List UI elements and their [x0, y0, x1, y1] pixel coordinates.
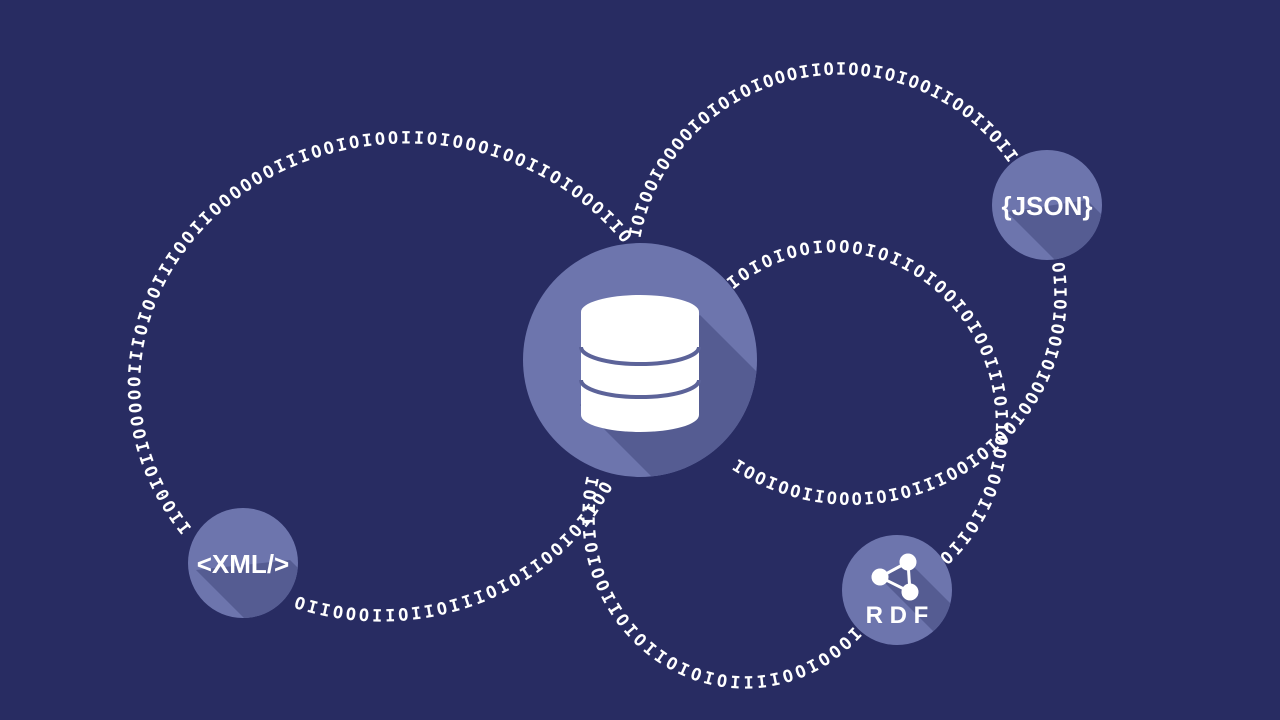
json-label: {JSON} — [1001, 191, 1092, 221]
xml-label: <XML/> — [197, 549, 289, 579]
rdf-label: R D F — [866, 602, 929, 629]
database-icon — [579, 295, 701, 432]
rdf-graph-icon — [871, 553, 919, 601]
